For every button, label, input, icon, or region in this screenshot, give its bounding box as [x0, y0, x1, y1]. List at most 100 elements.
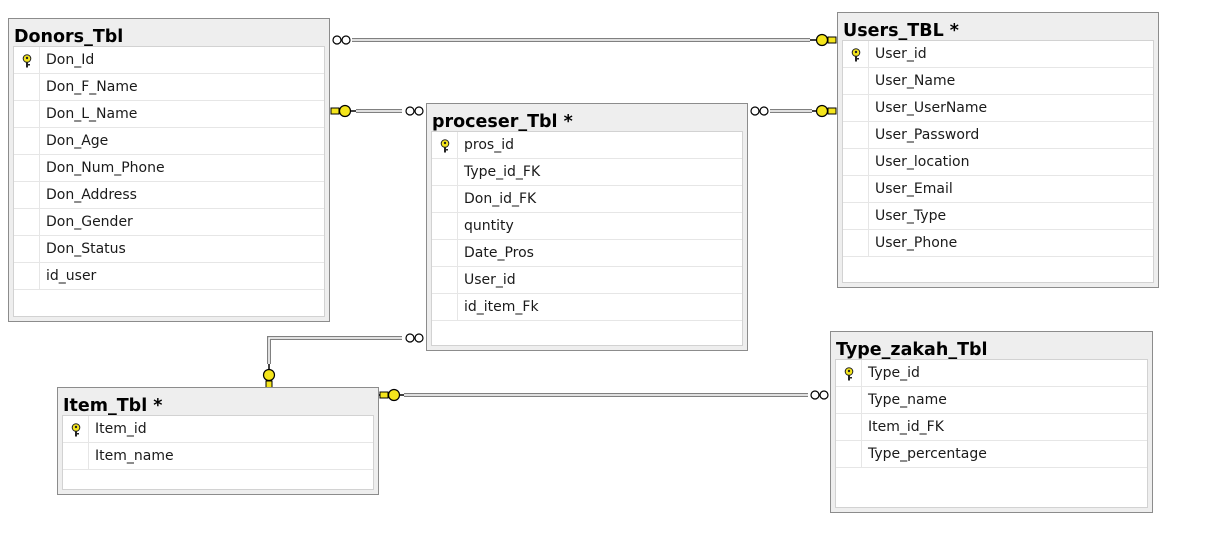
- many-end-icon: [332, 35, 351, 45]
- column-row[interactable]: Don_F_Name: [14, 74, 324, 101]
- row-selector[interactable]: [836, 441, 862, 467]
- row-selector[interactable]: [14, 74, 40, 100]
- row-selector[interactable]: [432, 186, 458, 212]
- row-selector[interactable]: [432, 294, 458, 320]
- row-selector[interactable]: [843, 230, 869, 256]
- relation-proceser-users[interactable]: [750, 104, 837, 118]
- column-name: Type_percentage: [868, 446, 987, 462]
- key-end-icon: [262, 364, 276, 389]
- relation-donors-proceser[interactable]: [330, 104, 424, 118]
- table-title[interactable]: proceser_Tbl *: [432, 112, 573, 132]
- column-row[interactable]: User_UserName: [843, 95, 1153, 122]
- column-row[interactable]: Don_L_Name: [14, 101, 324, 128]
- column-name: Don_Gender: [46, 214, 133, 230]
- relation-donors-users[interactable]: [332, 33, 837, 47]
- column-row[interactable]: Don_Age: [14, 128, 324, 155]
- row-selector[interactable]: [843, 203, 869, 229]
- column-name: Don_Age: [46, 133, 109, 149]
- row-selector[interactable]: [14, 155, 40, 181]
- column-row[interactable]: User_Email: [843, 176, 1153, 203]
- column-row[interactable]: Type_id: [836, 360, 1147, 387]
- column-row[interactable]: Don_id_FK: [432, 186, 742, 213]
- relation-item-proceser[interactable]: [262, 333, 424, 389]
- column-name: Date_Pros: [464, 245, 534, 261]
- column-row[interactable]: Item_id_FK: [836, 414, 1147, 441]
- row-selector[interactable]: [14, 263, 40, 289]
- relation-item-typezakah[interactable]: [379, 388, 829, 402]
- row-selector[interactable]: [843, 41, 869, 67]
- row-selector[interactable]: [14, 209, 40, 235]
- column-row[interactable]: pros_id: [432, 132, 742, 159]
- key-end-icon: [330, 104, 356, 118]
- column-name: Type_name: [868, 392, 947, 408]
- column-name: Don_F_Name: [46, 79, 138, 95]
- row-selector[interactable]: [836, 360, 862, 386]
- row-selector[interactable]: [836, 414, 862, 440]
- column-row[interactable]: User_location: [843, 149, 1153, 176]
- column-name: User_Phone: [875, 235, 958, 251]
- row-selector[interactable]: [14, 182, 40, 208]
- table-title[interactable]: Donors_Tbl: [14, 27, 124, 47]
- column-row[interactable]: Item_id: [63, 416, 373, 443]
- column-row[interactable]: User_id: [432, 267, 742, 294]
- row-selector[interactable]: [63, 416, 89, 442]
- primary-key-icon: [70, 422, 82, 437]
- column-row[interactable]: quntity: [432, 213, 742, 240]
- row-selector[interactable]: [14, 128, 40, 154]
- column-row[interactable]: Don_Num_Phone: [14, 155, 324, 182]
- column-row[interactable]: Don_Status: [14, 236, 324, 263]
- column-row[interactable]: User_id: [843, 41, 1153, 68]
- row-selector[interactable]: [843, 149, 869, 175]
- column-name: User_Type: [875, 208, 947, 224]
- column-row[interactable]: Don_Id: [14, 47, 324, 74]
- column-name: Type_id: [868, 365, 920, 381]
- row-selector[interactable]: [843, 176, 869, 202]
- column-row[interactable]: User_Name: [843, 68, 1153, 95]
- column-name: Item_id_FK: [868, 419, 944, 435]
- row-selector[interactable]: [14, 47, 40, 73]
- row-selector[interactable]: [14, 236, 40, 262]
- column-name: User_Password: [875, 127, 980, 143]
- row-selector[interactable]: [432, 159, 458, 185]
- column-row[interactable]: id_user: [14, 263, 324, 290]
- column-row[interactable]: Item_name: [63, 443, 373, 470]
- column-row[interactable]: Date_Pros: [432, 240, 742, 267]
- table-title[interactable]: Type_zakah_Tbl: [836, 340, 988, 360]
- row-selector[interactable]: [14, 101, 40, 127]
- row-selector[interactable]: [843, 122, 869, 148]
- column-name: pros_id: [464, 137, 514, 153]
- many-end-icon: [405, 106, 424, 116]
- row-selector[interactable]: [836, 387, 862, 413]
- primary-key-icon: [21, 53, 33, 68]
- row-selector[interactable]: [63, 443, 89, 469]
- column-row[interactable]: id_item_Fk: [432, 294, 742, 321]
- column-row[interactable]: Don_Address: [14, 182, 324, 209]
- column-row[interactable]: Don_Gender: [14, 209, 324, 236]
- row-selector[interactable]: [843, 95, 869, 121]
- row-selector[interactable]: [432, 267, 458, 293]
- row-selector[interactable]: [432, 132, 458, 158]
- column-row[interactable]: User_Type: [843, 203, 1153, 230]
- table-title[interactable]: Users_TBL *: [843, 21, 959, 41]
- table-title[interactable]: Item_Tbl *: [63, 396, 163, 416]
- column-row[interactable]: Type_id_FK: [432, 159, 742, 186]
- primary-key-icon: [843, 366, 855, 381]
- column-name: Don_Id: [46, 52, 95, 68]
- column-row[interactable]: User_Password: [843, 122, 1153, 149]
- column-row[interactable]: Type_name: [836, 387, 1147, 414]
- column-name: id_user: [46, 268, 97, 284]
- row-selector[interactable]: [843, 68, 869, 94]
- row-selector[interactable]: [432, 213, 458, 239]
- row-selector[interactable]: [432, 240, 458, 266]
- column-row[interactable]: Type_percentage: [836, 441, 1147, 468]
- column-row[interactable]: User_Phone: [843, 230, 1153, 257]
- many-end-icon: [405, 333, 424, 343]
